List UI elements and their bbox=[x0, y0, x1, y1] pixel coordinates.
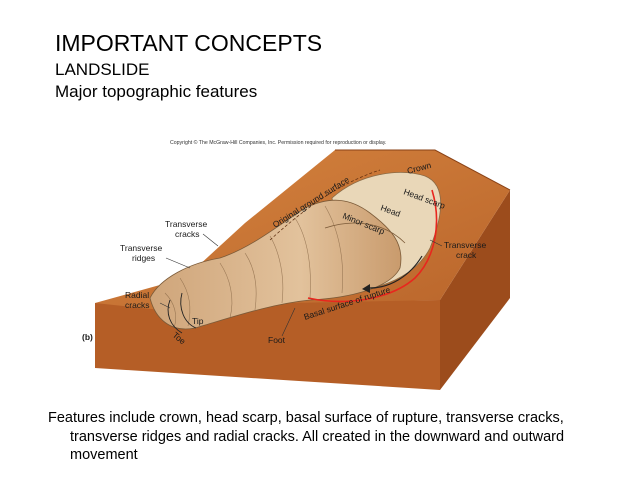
radial-cracks bbox=[167, 292, 197, 334]
label-transverse-crack-right-2: crack bbox=[456, 250, 477, 260]
landslide-mass bbox=[149, 199, 402, 330]
caption-text: Features include crown, head scarp, basa… bbox=[48, 410, 565, 463]
label-transverse-ridges-2: ridges bbox=[132, 253, 155, 263]
leader-lines bbox=[159, 233, 443, 337]
label-transverse-ridges-1: Transverse bbox=[120, 243, 162, 253]
label-transverse-cracks-1: Transverse bbox=[165, 219, 207, 229]
block-front-face bbox=[95, 300, 440, 390]
block-right-face bbox=[440, 190, 510, 390]
copyright-note: Copyright © The McGraw-Hill Companies, I… bbox=[170, 139, 386, 146]
label-foot: Foot bbox=[268, 335, 286, 345]
slide-caption: Features include crown, head scarp, basa… bbox=[48, 409, 608, 465]
landslide-diagram: Copyright © The McGraw-Hill Companies, I… bbox=[82, 139, 511, 390]
minor-scarp-curve bbox=[324, 222, 406, 244]
label-tip: Tip bbox=[192, 316, 204, 326]
movement-arrow bbox=[369, 255, 423, 289]
original-ground-surface-line bbox=[269, 169, 381, 241]
slide-subtitle-features: Major topographic features bbox=[55, 82, 258, 101]
movement-arrowhead bbox=[362, 284, 370, 293]
slide-title: IMPORTANT CONCEPTS bbox=[55, 30, 323, 56]
mass-texture bbox=[164, 205, 343, 329]
label-transverse-cracks-2: cracks bbox=[175, 229, 200, 239]
panel-label: (b) bbox=[82, 332, 93, 342]
label-radial-cracks-2: cracks bbox=[125, 300, 150, 310]
basal-rupture-line bbox=[307, 189, 438, 303]
slide-subtitle-landslide: LANDSLIDE bbox=[55, 60, 150, 79]
label-transverse-crack-right-1: Transverse bbox=[444, 240, 486, 250]
label-radial-cracks-1: Radial bbox=[125, 290, 149, 300]
upper-plateau-edge bbox=[335, 149, 511, 191]
